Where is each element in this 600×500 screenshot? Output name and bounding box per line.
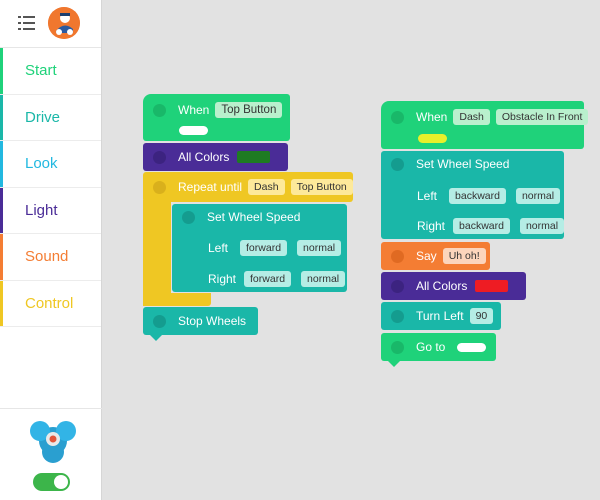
left-speed-field[interactable]: normal: [297, 240, 342, 256]
category-label: Look: [25, 155, 58, 172]
color-swatch-green[interactable]: [237, 151, 271, 163]
list-menu-icon[interactable]: [18, 16, 35, 30]
all-colors-block[interactable]: All Colors: [143, 143, 288, 171]
category-label: Control: [25, 294, 74, 312]
right-direction-field[interactable]: backward: [453, 218, 510, 234]
category-color-bar: [0, 48, 3, 94]
block-handle: [153, 314, 166, 328]
avatar[interactable]: [48, 7, 80, 39]
toggle-knob: [54, 475, 68, 489]
turn-left-label: Turn Left: [416, 309, 464, 323]
category-color-bar: [0, 234, 3, 280]
repeat-field-dash[interactable]: Dash: [248, 179, 285, 195]
when-pill[interactable]: [179, 126, 208, 135]
when-label: When: [416, 110, 448, 124]
category-light[interactable]: Light: [0, 187, 101, 234]
when-block[interactable]: When Top Button: [143, 94, 290, 141]
category-label: Drive: [25, 108, 61, 126]
turn-left-block[interactable]: Turn Left 90: [381, 302, 501, 330]
set-wheel-label: Set Wheel Speed: [207, 210, 301, 224]
block-handle: [153, 150, 166, 164]
dash-robot-icon[interactable]: [28, 419, 78, 465]
block-handle: [153, 180, 166, 194]
right-speed-field[interactable]: normal: [519, 218, 565, 234]
category-color-bar: [0, 187, 3, 233]
stop-wheels-label: Stop Wheels: [178, 314, 247, 328]
repeat-until-block[interactable]: Repeat until Dash Top Button: [143, 172, 353, 202]
connection-toggle[interactable]: [33, 473, 70, 491]
category-color-bar: [0, 280, 3, 326]
set-wheel-label: Set Wheel Speed: [416, 157, 510, 171]
block-handle: [391, 157, 404, 171]
block-handle: [391, 110, 404, 124]
block-notch: [388, 361, 400, 367]
say-block[interactable]: Say Uh oh!: [381, 242, 490, 270]
left-label: Left: [208, 241, 229, 255]
when-field-top-button[interactable]: Top Button: [215, 102, 283, 118]
block-handle: [182, 210, 195, 224]
go-to-block[interactable]: Go to: [381, 333, 496, 361]
all-colors-label: All Colors: [416, 279, 468, 293]
color-swatch-red[interactable]: [475, 280, 509, 292]
robot-panel: [0, 408, 102, 500]
set-wheel-speed-block[interactable]: Set Wheel Speed Left backward normal Rig…: [381, 151, 565, 239]
right-label: Right: [417, 219, 446, 233]
repeat-label: Repeat until: [178, 180, 243, 194]
right-speed-field[interactable]: normal: [301, 271, 346, 287]
top-bar: [0, 0, 101, 48]
stop-wheels-block[interactable]: Stop Wheels: [143, 307, 258, 335]
block-handle: [153, 103, 166, 117]
block-handle: [391, 309, 404, 323]
category-look[interactable]: Look: [0, 141, 101, 188]
category-control[interactable]: Control: [0, 280, 101, 327]
category-color-bar: [0, 141, 3, 187]
block-handle: [391, 340, 404, 354]
left-label: Left: [417, 189, 438, 203]
all-colors-label: All Colors: [178, 150, 230, 164]
when-label: When: [178, 103, 210, 117]
category-label: Start: [25, 62, 57, 79]
say-field[interactable]: Uh oh!: [442, 248, 486, 264]
go-to-label: Go to: [416, 340, 446, 354]
right-label: Right: [208, 272, 237, 286]
category-color-bar: [0, 94, 3, 140]
right-direction-field[interactable]: forward: [244, 271, 292, 287]
repeat-bottom-arm: [143, 293, 211, 306]
left-speed-field[interactable]: normal: [515, 188, 561, 204]
left-direction-field[interactable]: backward: [449, 188, 506, 204]
when-pill-yellow[interactable]: [418, 134, 447, 143]
category-start[interactable]: Start: [0, 48, 101, 95]
category-label: Light: [25, 201, 58, 219]
set-wheel-speed-block[interactable]: Set Wheel Speed Left forward normal Righ…: [172, 204, 347, 292]
turn-angle-field[interactable]: 90: [469, 308, 494, 324]
category-sound[interactable]: Sound: [0, 234, 101, 281]
block-notch: [150, 335, 162, 341]
when-block[interactable]: When Dash Obstacle In Front: [381, 101, 589, 149]
block-handle: [391, 279, 404, 293]
category-drive[interactable]: Drive: [0, 94, 101, 141]
left-direction-field[interactable]: forward: [240, 240, 288, 256]
block-handle: [391, 249, 404, 263]
repeat-field-top-button[interactable]: Top Button: [290, 179, 353, 195]
when-field-dash[interactable]: Dash: [453, 109, 490, 125]
say-label: Say: [416, 249, 437, 263]
all-colors-block[interactable]: All Colors: [381, 272, 526, 300]
repeat-left-arm: [143, 200, 171, 300]
go-to-pill[interactable]: [457, 342, 487, 352]
when-field-obstacle[interactable]: Obstacle In Front: [495, 109, 589, 125]
category-label: Sound: [25, 248, 69, 265]
